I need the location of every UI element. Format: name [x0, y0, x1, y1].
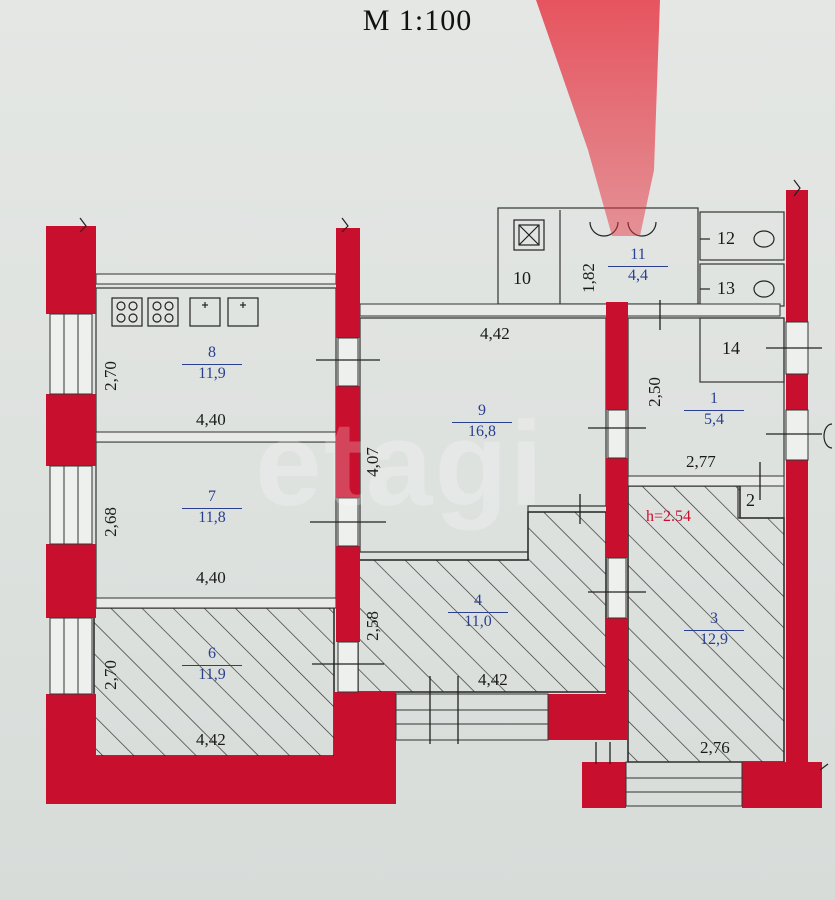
room-6-hatch	[93, 607, 335, 757]
dim-room7-width: 4,40	[196, 568, 226, 587]
room-7-area: 11,8	[182, 508, 242, 527]
room-3-area: 12,9	[684, 630, 744, 649]
dim-room8-height: 2,70	[100, 361, 120, 391]
room-2-number: 2	[746, 490, 755, 510]
room-10-number: 10	[513, 268, 531, 288]
dim-room7-height: 2,68	[100, 507, 120, 537]
walls	[46, 190, 822, 808]
dim-room3-width: 2,76	[700, 738, 730, 757]
dim-room11-height: 1,82	[578, 263, 598, 293]
room-9-area: 16,8	[452, 422, 512, 441]
room-11-number: 11	[630, 246, 646, 263]
room-4-area: 11,0	[448, 612, 508, 631]
dim-room9-height: 4,07	[362, 447, 382, 477]
room-4-number: 4	[474, 592, 482, 609]
ceiling-height-label: h=2.54	[646, 508, 692, 525]
room-12-box	[699, 211, 785, 261]
room-13-number: 13	[717, 278, 735, 298]
door-marks	[310, 300, 822, 764]
room-1-area: 5,4	[684, 410, 744, 429]
watermark: etagi	[255, 397, 546, 531]
room-14-number: 14	[722, 338, 740, 358]
room-7-number: 7	[208, 488, 216, 505]
room-8-area: 11,9	[182, 364, 242, 383]
dim-room8-width: 4,40	[196, 410, 226, 429]
scale-title: М 1:100	[362, 4, 473, 37]
dim-room4-height: 2,58	[362, 611, 382, 641]
dim-room6-width: 4,42	[196, 730, 226, 749]
entrance-steps	[395, 693, 743, 807]
room-12-number: 12	[717, 228, 735, 248]
dim-room9-top: 4,42	[480, 324, 510, 343]
dim-room4-width: 4,42	[478, 670, 508, 689]
red-marker-stroke	[536, 0, 660, 236]
dim-room1-height: 2,50	[644, 377, 664, 407]
dim-room6-height: 2,70	[100, 660, 120, 690]
room-9-number: 9	[478, 402, 486, 419]
kitchen-appliances	[111, 297, 259, 327]
room-11-area: 4,4	[608, 266, 668, 285]
room-13-box	[699, 263, 785, 307]
room-6-area: 11,9	[182, 665, 242, 684]
bath-fixtures	[513, 219, 775, 298]
dim-room1-width: 2,77	[686, 452, 716, 471]
room-6-number: 6	[208, 645, 216, 662]
room-3-number: 3	[710, 610, 718, 627]
room-1-number: 1	[710, 390, 718, 407]
room-14-box	[699, 317, 785, 383]
room-8-number: 8	[208, 344, 216, 361]
